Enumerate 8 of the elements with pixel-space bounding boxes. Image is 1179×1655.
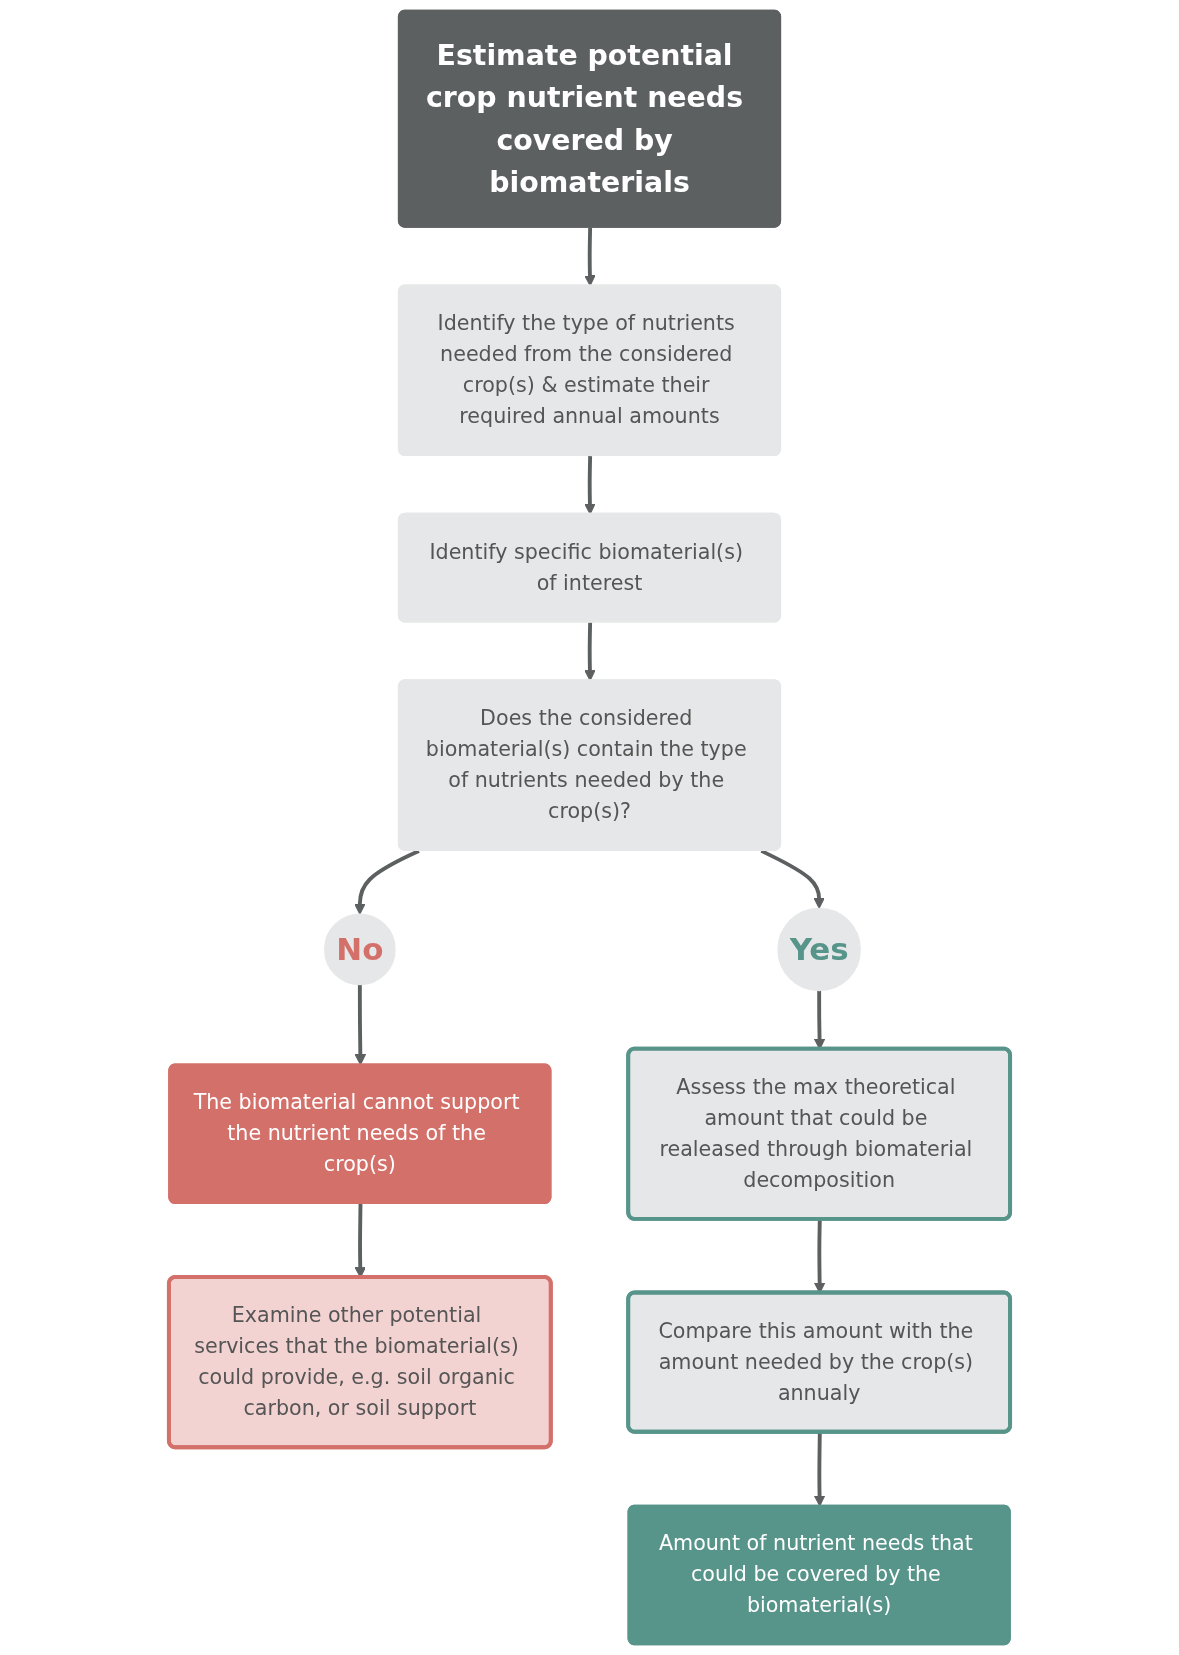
arrow: [760, 849, 825, 909]
arrow: [354, 984, 366, 1066]
arrow: [813, 1432, 826, 1507]
node-circle: Yes: [777, 907, 861, 992]
arrow: [584, 456, 596, 515]
arrow: [354, 849, 420, 915]
node-circle: No: [324, 913, 396, 986]
arrow: [584, 227, 596, 287]
